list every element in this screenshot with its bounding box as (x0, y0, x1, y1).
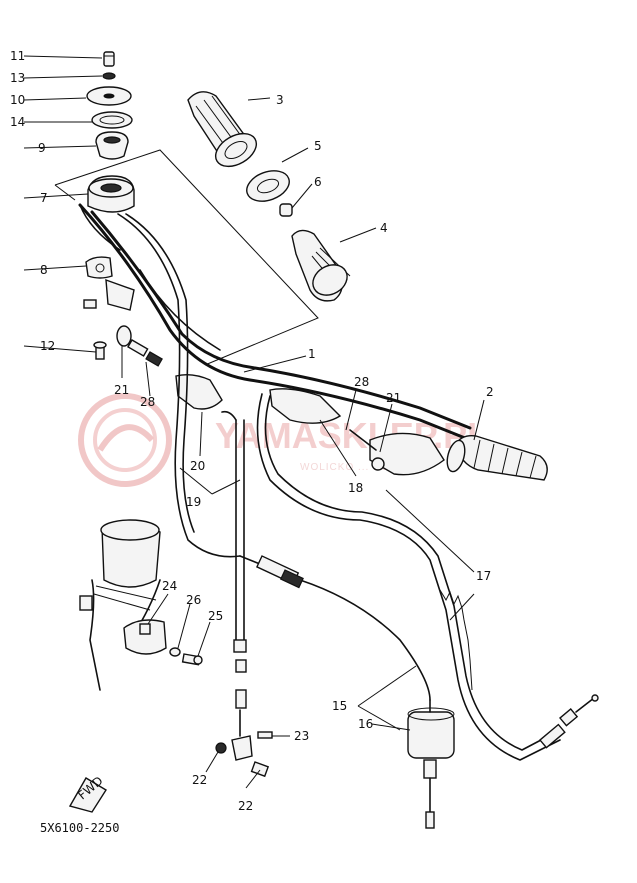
part-lever-bracket-left (83, 278, 135, 311)
watermark-text: YAMASKLEP.PL (215, 415, 489, 456)
throttle-group-outline (54, 149, 319, 366)
callout-5: 5 (314, 139, 322, 153)
callout-28-left: 28 (140, 395, 155, 409)
part-washer-5 (246, 170, 290, 202)
part-cable-adjuster-left (116, 325, 163, 367)
callout-12: 12 (40, 339, 55, 353)
callout-26: 25 (208, 609, 223, 623)
callout-10: 10 (10, 93, 25, 107)
callout-22: 22 (238, 799, 253, 813)
part-cable-fitting (255, 555, 304, 589)
part-fork-tube (79, 519, 161, 691)
drawing-code: 5X6100-2250 (40, 821, 119, 835)
leader-lines (23, 55, 485, 789)
part-clamp-25 (123, 619, 167, 655)
callout-14: 14 (10, 115, 25, 129)
part-lever-housing-right (349, 429, 445, 476)
callout-4: 4 (380, 221, 388, 235)
callout-27: 26 (186, 593, 201, 607)
part-washer-27 (169, 647, 181, 657)
cables (117, 213, 561, 761)
callout-18: 18 (348, 481, 363, 495)
watermark-subtext: WOLICKO ... HOWE (300, 462, 408, 473)
callout-9: 9 (38, 141, 46, 155)
part-stack-top-left (86, 51, 133, 160)
callout-16: 16 (358, 717, 373, 731)
watermark: YAMASKLEP.PL WOLICKO ... HOWE (78, 393, 489, 487)
part-grip-right (446, 434, 548, 481)
part-nut-23 (215, 742, 227, 754)
part-cable-end-lower (231, 639, 253, 761)
callout-21-left: 21 (114, 383, 129, 397)
callout-1: 1 (308, 347, 316, 361)
part-clamp-8 (85, 256, 113, 279)
fwd-arrow-icon: FWD (68, 774, 107, 813)
part-bolt-12 (93, 341, 107, 360)
callout-11: 11 (10, 49, 25, 63)
callout-15: 15 (332, 699, 347, 713)
part-junction-16 (407, 699, 455, 829)
callout-13: 13 (10, 71, 25, 85)
part-bolt-26 (181, 653, 203, 666)
part-pin-24 (257, 731, 273, 739)
part-pin-22 (250, 761, 270, 778)
callout-8: 8 (40, 263, 48, 277)
callout-28-right: 28 (354, 375, 369, 389)
part-throttle-tube-4 (291, 229, 351, 302)
callout-3: 3 (276, 93, 284, 107)
callout-21-right: 21 (386, 391, 401, 405)
callout-19: 19 (186, 495, 201, 509)
part-cable-end-right (539, 694, 599, 749)
callout-2: 2 (486, 385, 494, 399)
callout-20: 20 (190, 459, 205, 473)
part-grip-left (187, 91, 257, 168)
callout-24: 23 (294, 729, 309, 743)
callout-17: 17 (476, 569, 491, 583)
callout-7: 7 (40, 191, 48, 205)
callout-6: 6 (314, 175, 322, 189)
callout-labels: 11 13 10 14 9 7 8 12 3 5 6 4 1 2 28 21 1… (10, 49, 494, 813)
callout-25: 24 (162, 579, 177, 593)
callout-23: 22 (192, 773, 207, 787)
part-screw-6 (279, 203, 293, 217)
